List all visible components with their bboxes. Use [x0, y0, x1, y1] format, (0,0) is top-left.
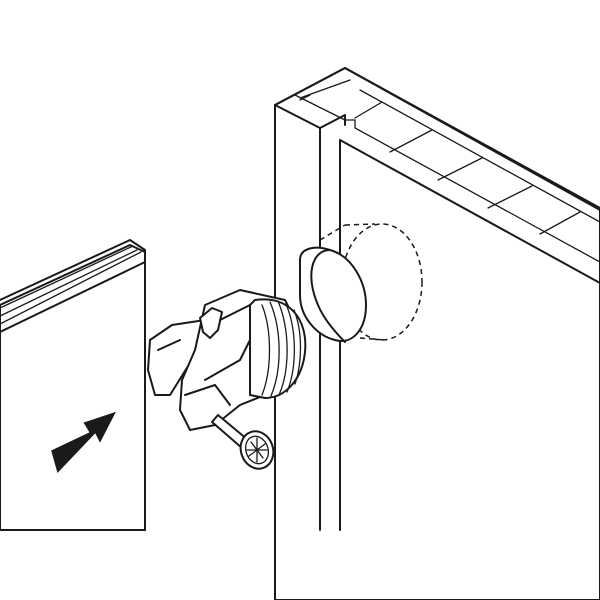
- panel-top-grid: [299, 94, 581, 235]
- push-direction-arrow-icon: [48, 408, 121, 477]
- hinge-connector: [147, 289, 307, 431]
- cabinet-side-panel: [274, 67, 600, 600]
- barrel-threads: [261, 300, 302, 397]
- door-panel: [0, 239, 146, 531]
- phillips-screw-icon: [211, 414, 275, 470]
